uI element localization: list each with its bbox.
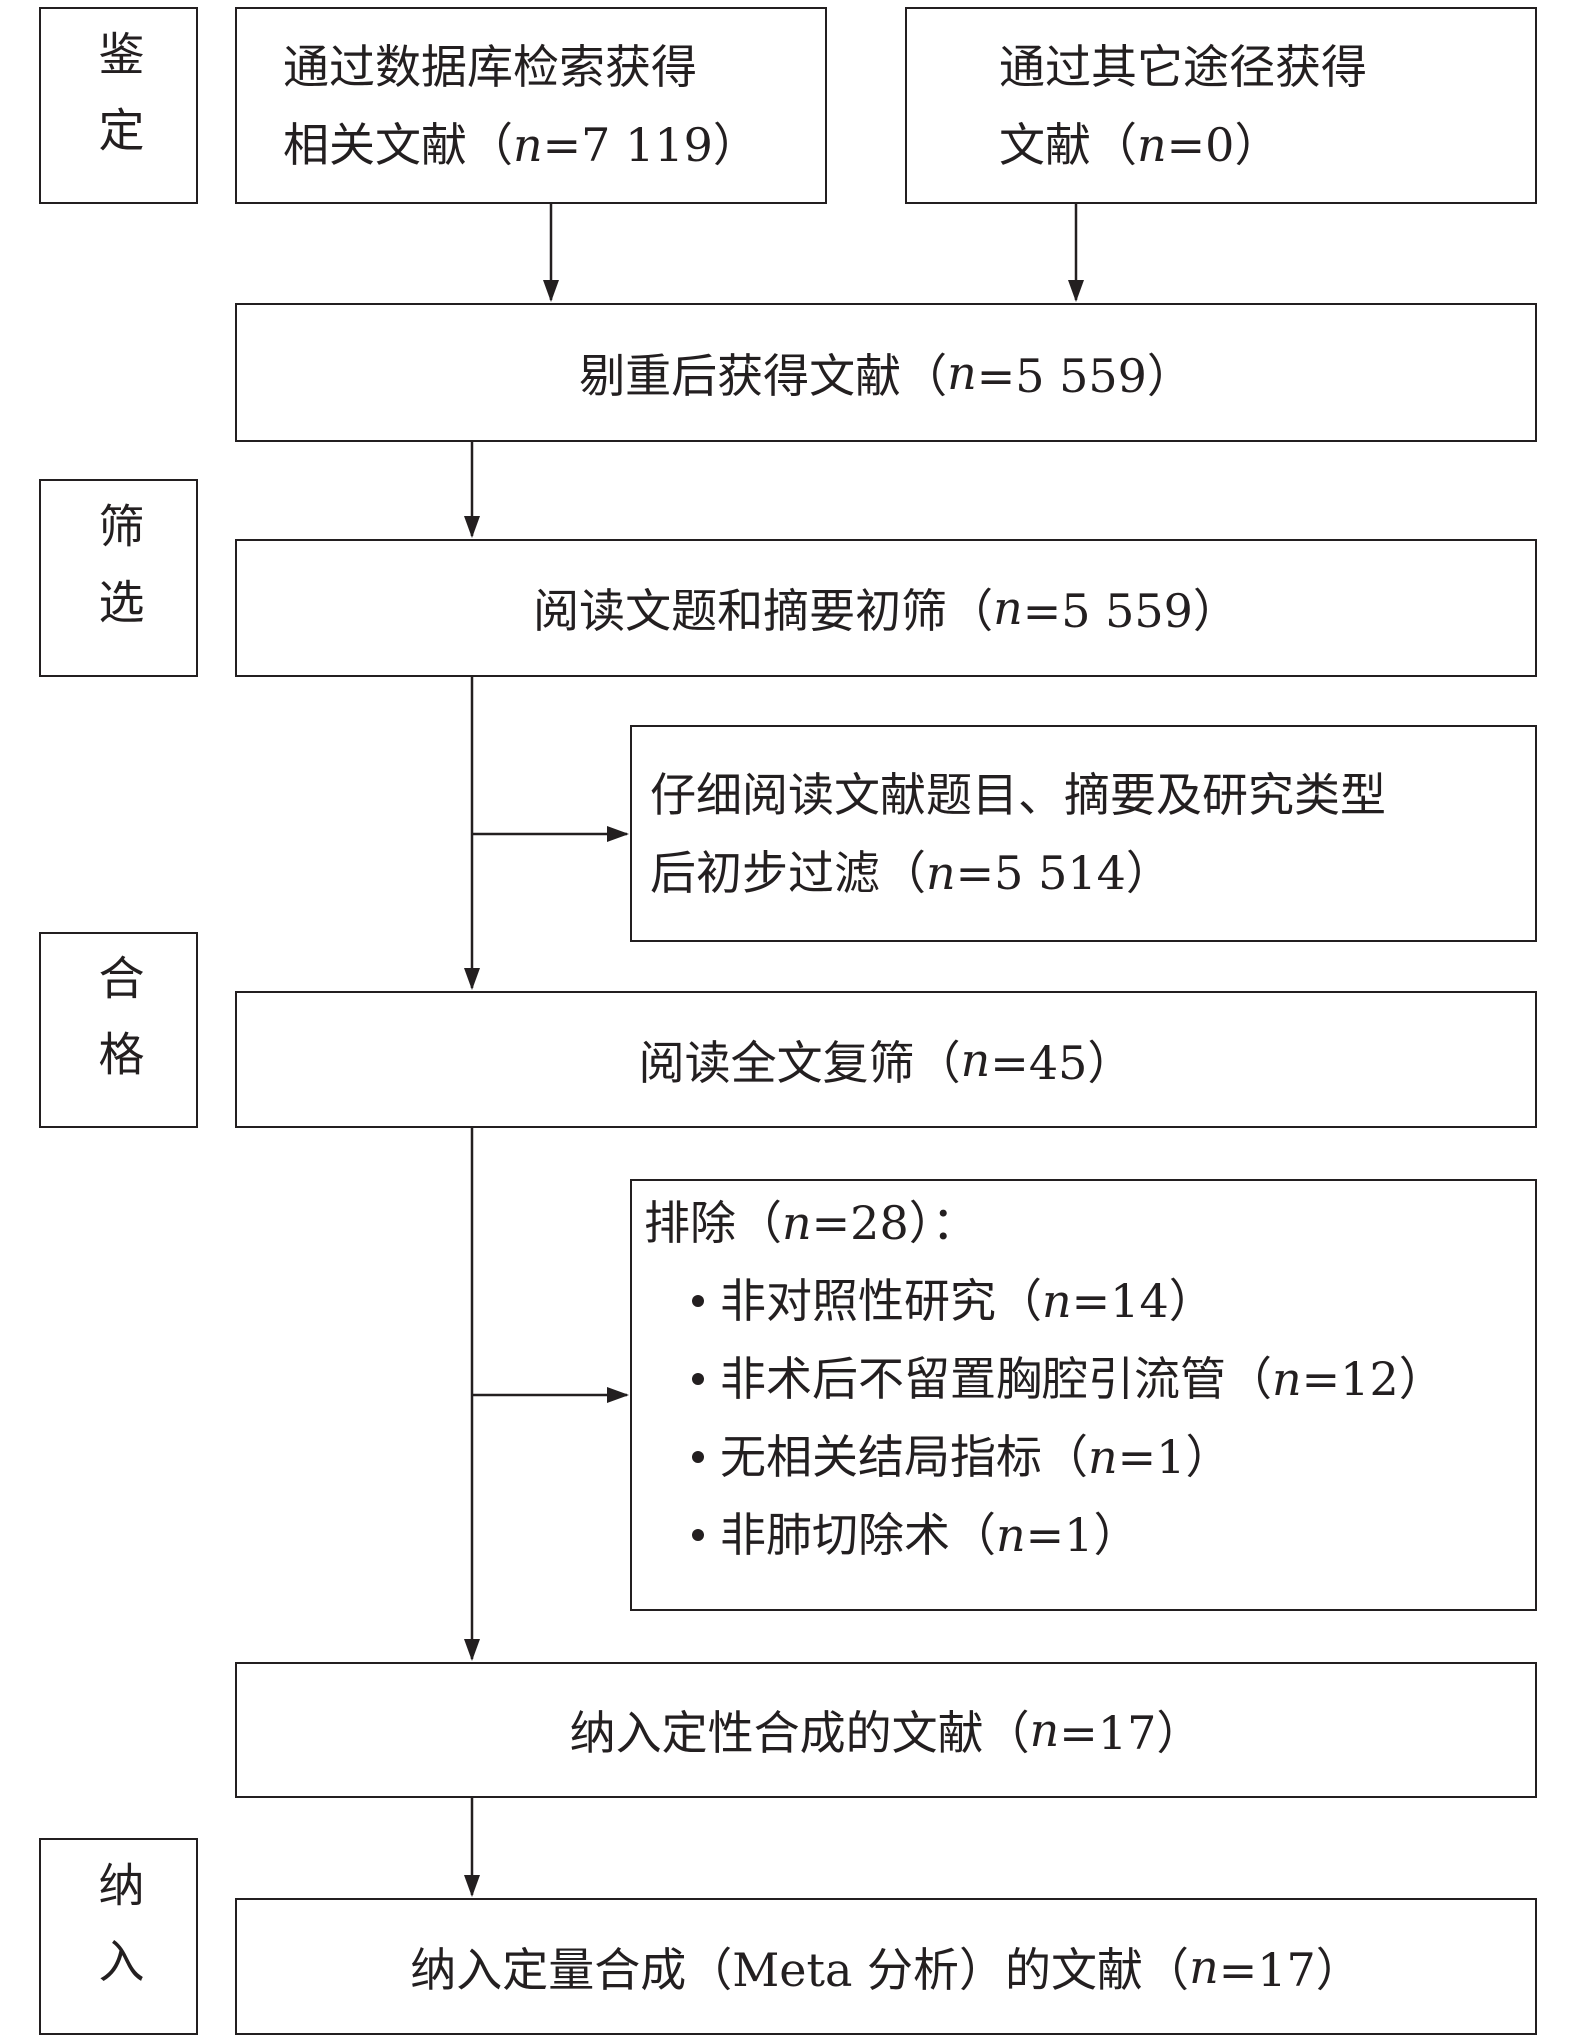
database-records-box: 通过数据库检索获得 相关文献（n=7 119） xyxy=(235,7,827,204)
exclusion-item: 非对照性研究（n=14） xyxy=(644,1262,1535,1340)
database-records-line2: 相关文献（n=7 119） xyxy=(283,117,759,172)
deduplicated-records-box: 剔重后获得文献（n=5 559） xyxy=(235,303,1537,442)
stage-eligibility-label: 合格 xyxy=(91,954,146,1106)
other-sources-line2: 文献（n=0） xyxy=(999,117,1281,172)
database-records-line1: 通过数据库检索获得 xyxy=(283,39,697,94)
bullet-icon xyxy=(692,1373,704,1385)
other-sources-box: 通过其它途径获得 文献（n=0） xyxy=(905,7,1537,204)
exclusion-item: 无相关结局指标（n=1） xyxy=(644,1418,1535,1496)
exclusion-box: 排除（n=28）： 非对照性研究（n=14） 非术后不留置胸腔引流管（n=12）… xyxy=(630,1179,1537,1611)
bullet-icon xyxy=(692,1451,704,1463)
preliminary-filter-box: 仔细阅读文献题目、摘要及研究类型 后初步过滤（n=5 514） xyxy=(630,725,1537,942)
stage-included: 纳入 xyxy=(39,1838,198,2035)
meta-analysis-box: 纳入定量合成（Meta 分析）的文献（n=17） xyxy=(235,1898,1537,2035)
full-text-review-box: 阅读全文复筛（n=45） xyxy=(235,991,1537,1128)
stage-screening-label: 筛选 xyxy=(91,502,146,654)
exclusion-item: 非术后不留置胸腔引流管（n=12） xyxy=(644,1340,1535,1418)
preliminary-filter-line1: 仔细阅读文献题目、摘要及研究类型 xyxy=(650,767,1386,822)
bullet-icon xyxy=(692,1529,704,1541)
stage-identification-label: 鉴定 xyxy=(91,29,146,182)
bullet-icon xyxy=(692,1295,704,1307)
stage-identification: 鉴定 xyxy=(39,7,198,204)
stage-screening: 筛选 xyxy=(39,479,198,677)
title-abstract-screening-box: 阅读文题和摘要初筛（n=5 559） xyxy=(235,539,1537,677)
stage-eligibility: 合格 xyxy=(39,932,198,1128)
qualitative-synthesis-box: 纳入定性合成的文献（n=17） xyxy=(235,1662,1537,1798)
other-sources-line1: 通过其它途径获得 xyxy=(999,39,1367,94)
stage-included-label: 纳入 xyxy=(91,1860,146,2013)
preliminary-filter-line2: 后初步过滤（n=5 514） xyxy=(650,845,1172,900)
exclusion-item: 非肺切除术（n=1） xyxy=(644,1496,1535,1574)
exclusion-heading: 排除（n=28）： xyxy=(644,1196,978,1250)
